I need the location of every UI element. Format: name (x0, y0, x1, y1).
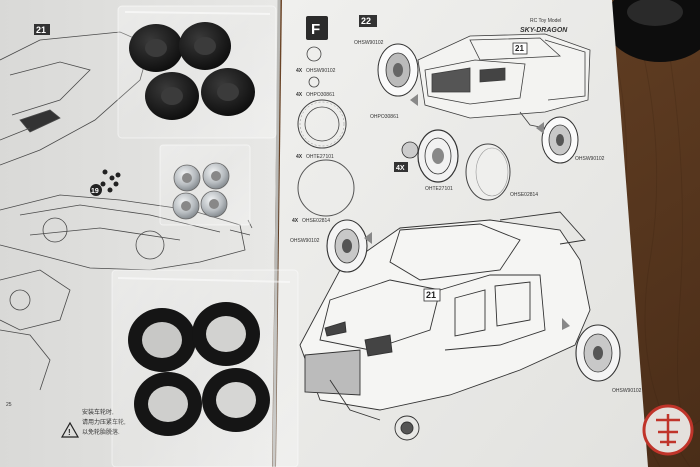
svg-text:SKY-DRAGON: SKY-DRAGON (520, 27, 568, 34)
bottom-right-wheel-code: OHSW90102 (612, 388, 642, 394)
svg-text:安装车轮时,: 安装车轮时, (82, 408, 114, 416)
callout-19-badge: 19 (90, 184, 102, 196)
svg-text:4X: 4X (296, 92, 303, 98)
warning-note: ! 安装车轮时, 请用力压紧车轮, 以免轮胎脱落. (60, 408, 126, 438)
step-21-badge-top: 21 (512, 42, 528, 55)
svg-text:OHPO30861: OHPO30861 (306, 92, 335, 98)
top-wheel-code: OHSW90102 (354, 40, 384, 46)
left-step-number: 21 (36, 25, 46, 35)
svg-text:22: 22 (361, 16, 371, 26)
red-seal-stamp (642, 404, 694, 456)
svg-text:!: ! (68, 428, 71, 437)
bottom-wheel-left-diagram (326, 219, 368, 273)
bottom-left-wheel-code: OHSW90102 (290, 238, 320, 244)
svg-text:21: 21 (515, 44, 524, 53)
parts-list: 4X OHSW90102 4X OHPO30861 4X OHTE27101 4… (292, 46, 355, 224)
svg-text:19: 19 (91, 188, 99, 195)
section-tab-f: F (306, 16, 328, 40)
step-22-badge: 22 (359, 15, 377, 27)
svg-text:4X: 4X (296, 154, 303, 160)
assembly-arrows (364, 94, 570, 330)
right-wheel-code: OHSW90102 (575, 156, 605, 162)
svg-text:OHTE27101: OHTE27101 (425, 186, 453, 192)
top-wheel-right (541, 116, 579, 164)
svg-text:OHTE27101: OHTE27101 (306, 154, 334, 160)
bottom-wheel-right-diagram (575, 324, 621, 382)
svg-text:请用力压紧车轮,: 请用力压紧车轮, (82, 418, 126, 426)
page-fragment: 25 (6, 402, 12, 408)
svg-text:RC Toy Model: RC Toy Model (530, 18, 561, 24)
step-21-badge-bottom: 21 (423, 288, 441, 302)
brand-logo: RC Toy Model SKY-DRAGON (520, 18, 568, 34)
small-screws (100, 169, 121, 193)
top-truck-diagram (417, 33, 591, 129)
svg-text:21: 21 (426, 290, 436, 300)
svg-text:OHSE02814: OHSE02814 (302, 218, 330, 224)
svg-text:4X: 4X (296, 68, 303, 74)
svg-text:OHSW90102: OHSW90102 (306, 68, 336, 74)
bag-black-tires-top (117, 5, 277, 139)
bag-silver-rims (159, 144, 251, 226)
svg-text:以免轮胎脱落.: 以免轮胎脱落. (82, 428, 120, 436)
bottom-truck-diagram (299, 211, 591, 441)
svg-text:F: F (311, 21, 320, 38)
svg-text:4X: 4X (396, 165, 405, 172)
top-wheel-left (377, 43, 419, 97)
wheel-assembly-row: OHPO30861 4X OHTE27101 OHSE02814 (370, 114, 538, 201)
bag-black-foam-rings (111, 269, 299, 467)
svg-text:4X: 4X (292, 218, 299, 224)
left-page-diagram (0, 24, 253, 391)
svg-text:OHPO30861: OHPO30861 (370, 114, 399, 120)
svg-text:OHSE02814: OHSE02814 (510, 192, 538, 198)
